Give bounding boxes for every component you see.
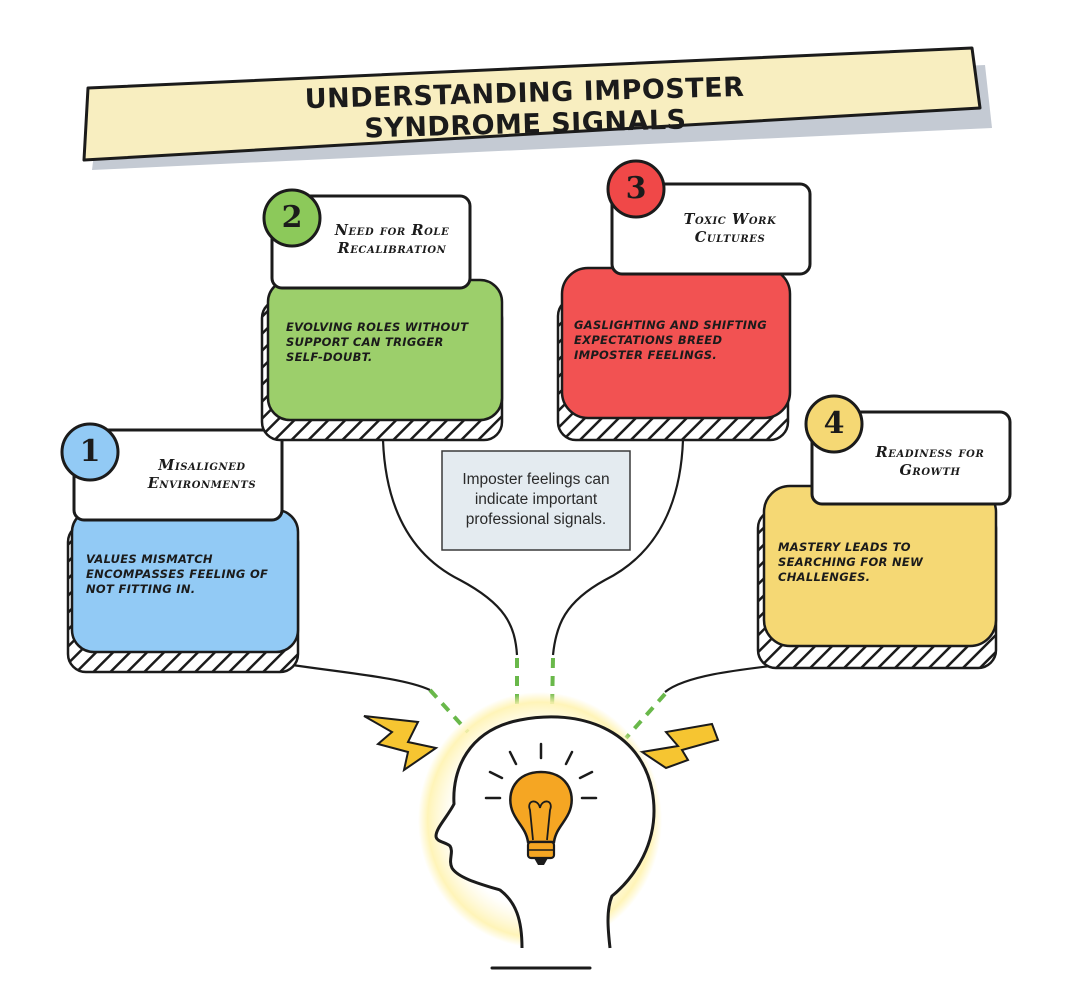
card-2-body: Evolving roles without support can trigg…: [286, 320, 469, 364]
card-toxic-work-cultures: [556, 159, 812, 442]
card-misaligned-environments: [60, 422, 300, 674]
card-4-title: Readiness for Growth: [875, 444, 985, 479]
badge-1: [60, 422, 120, 482]
card-3-title: Toxic Work Cultures: [683, 211, 777, 246]
badge-3: [606, 159, 666, 219]
badge-1-number: 1: [79, 434, 101, 469]
lightning-bolt-icon: [363, 715, 439, 773]
card-2-title: Need for Role Recalibration: [334, 222, 450, 257]
card-readiness-for-growth: [756, 394, 1012, 670]
badge-4-number: 4: [823, 406, 845, 441]
center-note-box: [441, 450, 631, 551]
center-note: Imposter feelings can indicate important…: [462, 471, 610, 528]
connector-card-2: [381, 439, 519, 656]
badge-3-number: 3: [625, 171, 647, 206]
card-1-title: Misaligned Environments: [147, 457, 257, 492]
card-4-body: Mastery leads to searching for new chall…: [778, 540, 924, 584]
card-1-body: Values mismatch encompasses feeling of n…: [86, 552, 269, 596]
badge-4: [804, 394, 864, 454]
card-role-recalibration: [260, 188, 504, 442]
lightbulb-icon: [484, 742, 598, 865]
lightning-bolt-icon: [639, 722, 720, 770]
card-3-body: Gaslighting and shifting expectations br…: [574, 318, 767, 362]
title-banner: [82, 46, 992, 170]
badge-2: [262, 188, 322, 248]
badge-2-number: 2: [281, 200, 303, 235]
connector-card-3: [551, 439, 685, 656]
